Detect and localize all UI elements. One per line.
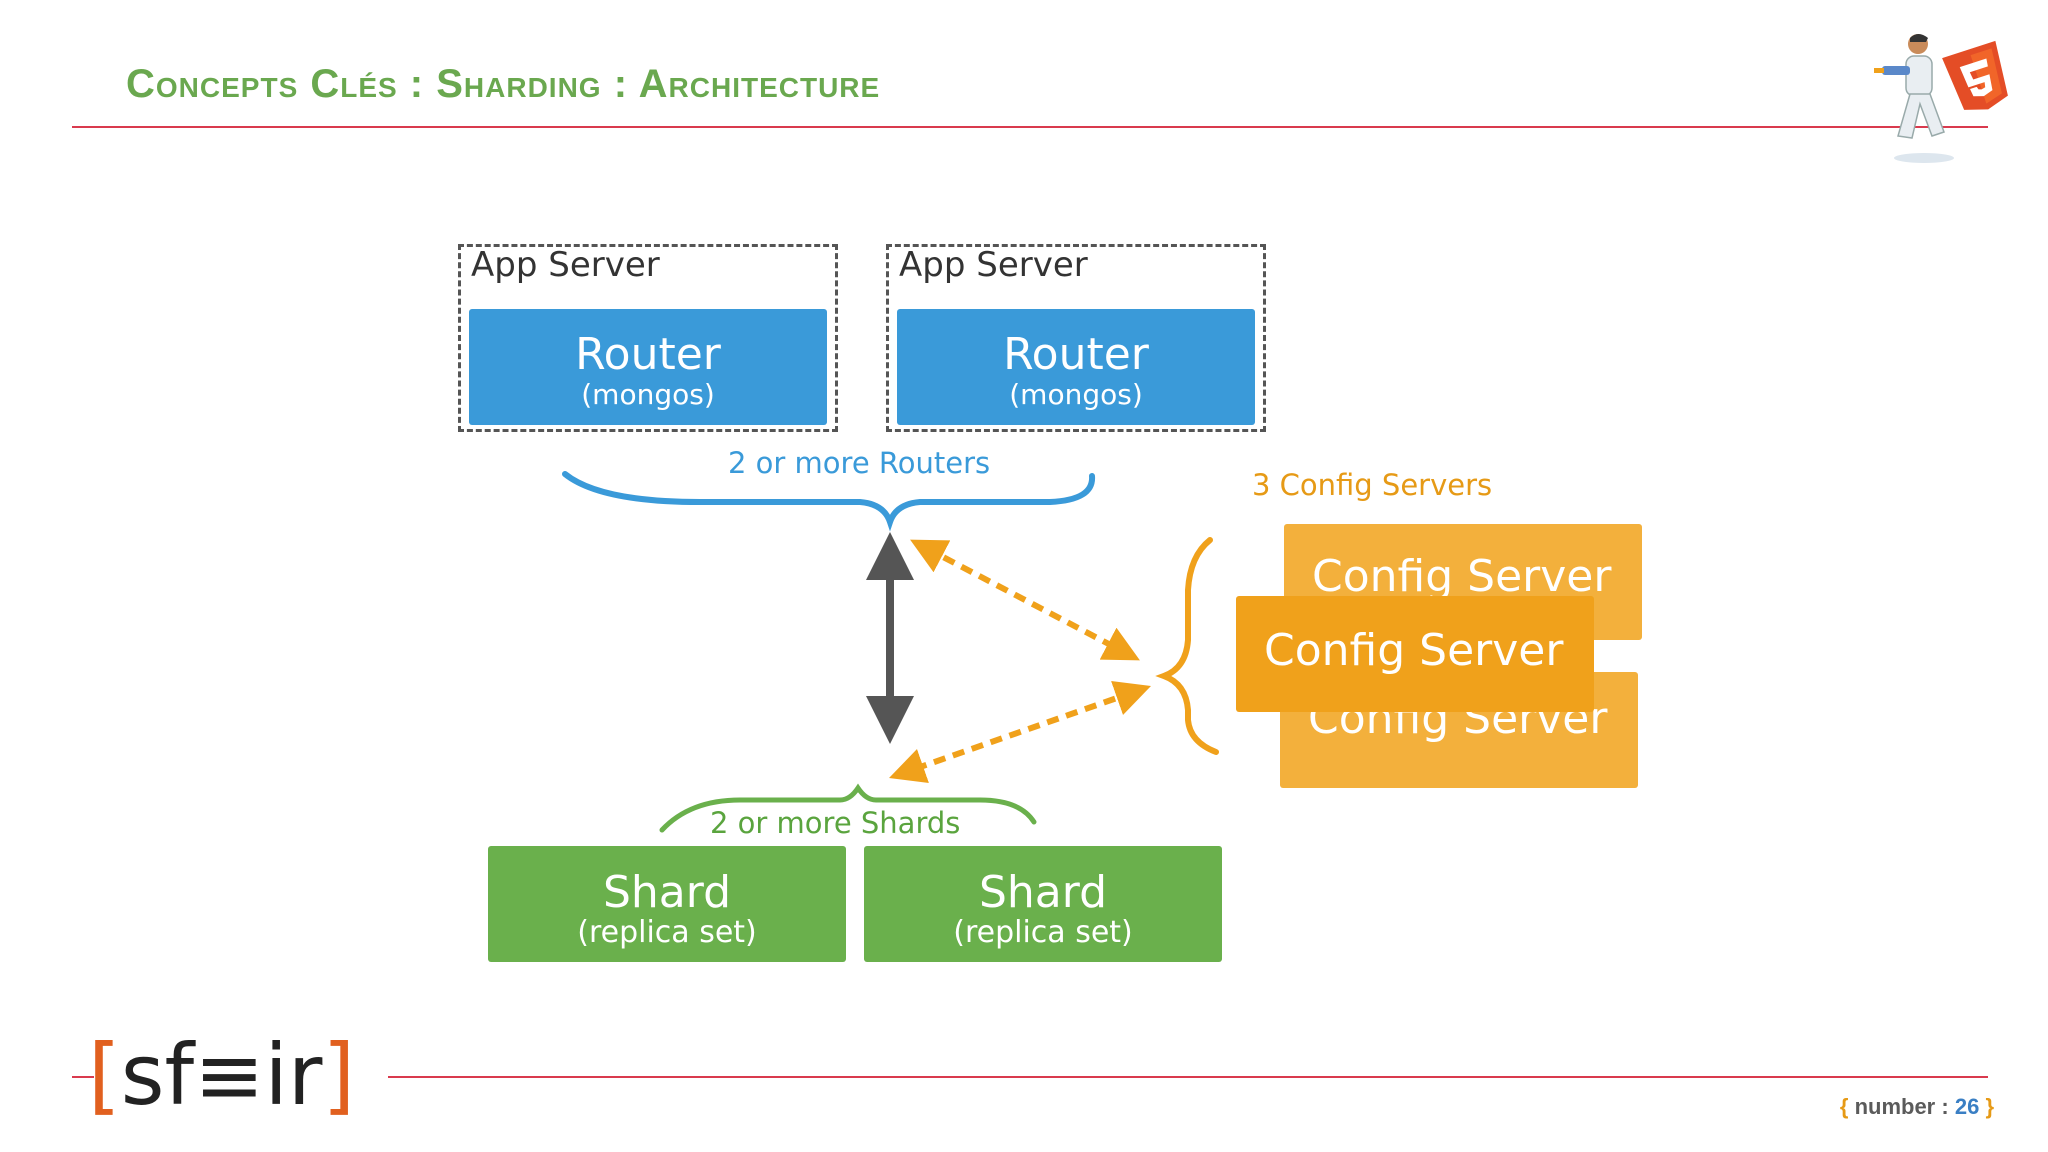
routers-brace <box>562 471 1096 532</box>
page-brace-close: } <box>1985 1094 1994 1119</box>
footer-divider <box>388 1076 1988 1078</box>
footer-divider-left <box>72 1076 94 1078</box>
app-server-label: App Server <box>471 245 660 285</box>
shard-label: Shard <box>602 867 732 918</box>
shard-box-2: Shard (replica set) <box>864 846 1222 962</box>
page-number-label: number <box>1854 1094 1936 1119</box>
config-brace <box>1155 537 1219 755</box>
config-servers-note: 3 Config Servers <box>1252 468 1493 502</box>
shard-sublabel: (replica set) <box>577 915 757 950</box>
config-server-label: Config Server <box>1264 625 1564 676</box>
router-config-arrow <box>910 539 1140 661</box>
page-number: { number : 26 } <box>1840 1094 1994 1120</box>
routers-note: 2 or more Routers <box>728 446 991 480</box>
router-box-1: Router (mongos) <box>469 309 827 425</box>
config-server-label: Config Server <box>1312 551 1612 602</box>
shard-box-1: Shard (replica set) <box>488 846 846 962</box>
page-brace-open: { <box>1839 1094 1849 1119</box>
router-sublabel: (mongos) <box>581 378 715 411</box>
slide-title: Concepts Clés : Sharding : Architecture <box>126 62 881 106</box>
config-server-box-2: Config Server <box>1236 596 1594 712</box>
page-number-separator: : <box>1941 1094 1949 1119</box>
shards-brace <box>659 783 1037 833</box>
router-box-2: Router (mongos) <box>897 309 1255 425</box>
shard-label: Shard <box>978 867 1108 918</box>
page-number-value: 26 <box>1954 1094 1980 1119</box>
header-divider <box>72 126 1988 128</box>
logo-bracket-open: [ <box>88 1026 121 1124</box>
app-server-box-2: App Server Router (mongos) <box>886 244 1266 432</box>
config-shard-arrow <box>889 680 1151 784</box>
shards-note: 2 or more Shards <box>710 806 961 840</box>
app-server-box-1: App Server Router (mongos) <box>458 244 838 432</box>
app-server-label: App Server <box>899 245 1088 285</box>
router-label: Router <box>575 329 721 380</box>
logo-bracket-close: ] <box>322 1026 356 1124</box>
html5-mascot-icon <box>1874 34 2008 163</box>
router-label: Router <box>1003 329 1149 380</box>
shard-sublabel: (replica set) <box>953 915 1133 950</box>
router-sublabel: (mongos) <box>1009 378 1143 411</box>
sfeir-logo: [sf≡ir] <box>88 1030 355 1120</box>
logo-text: sf≡ir <box>120 1026 323 1124</box>
